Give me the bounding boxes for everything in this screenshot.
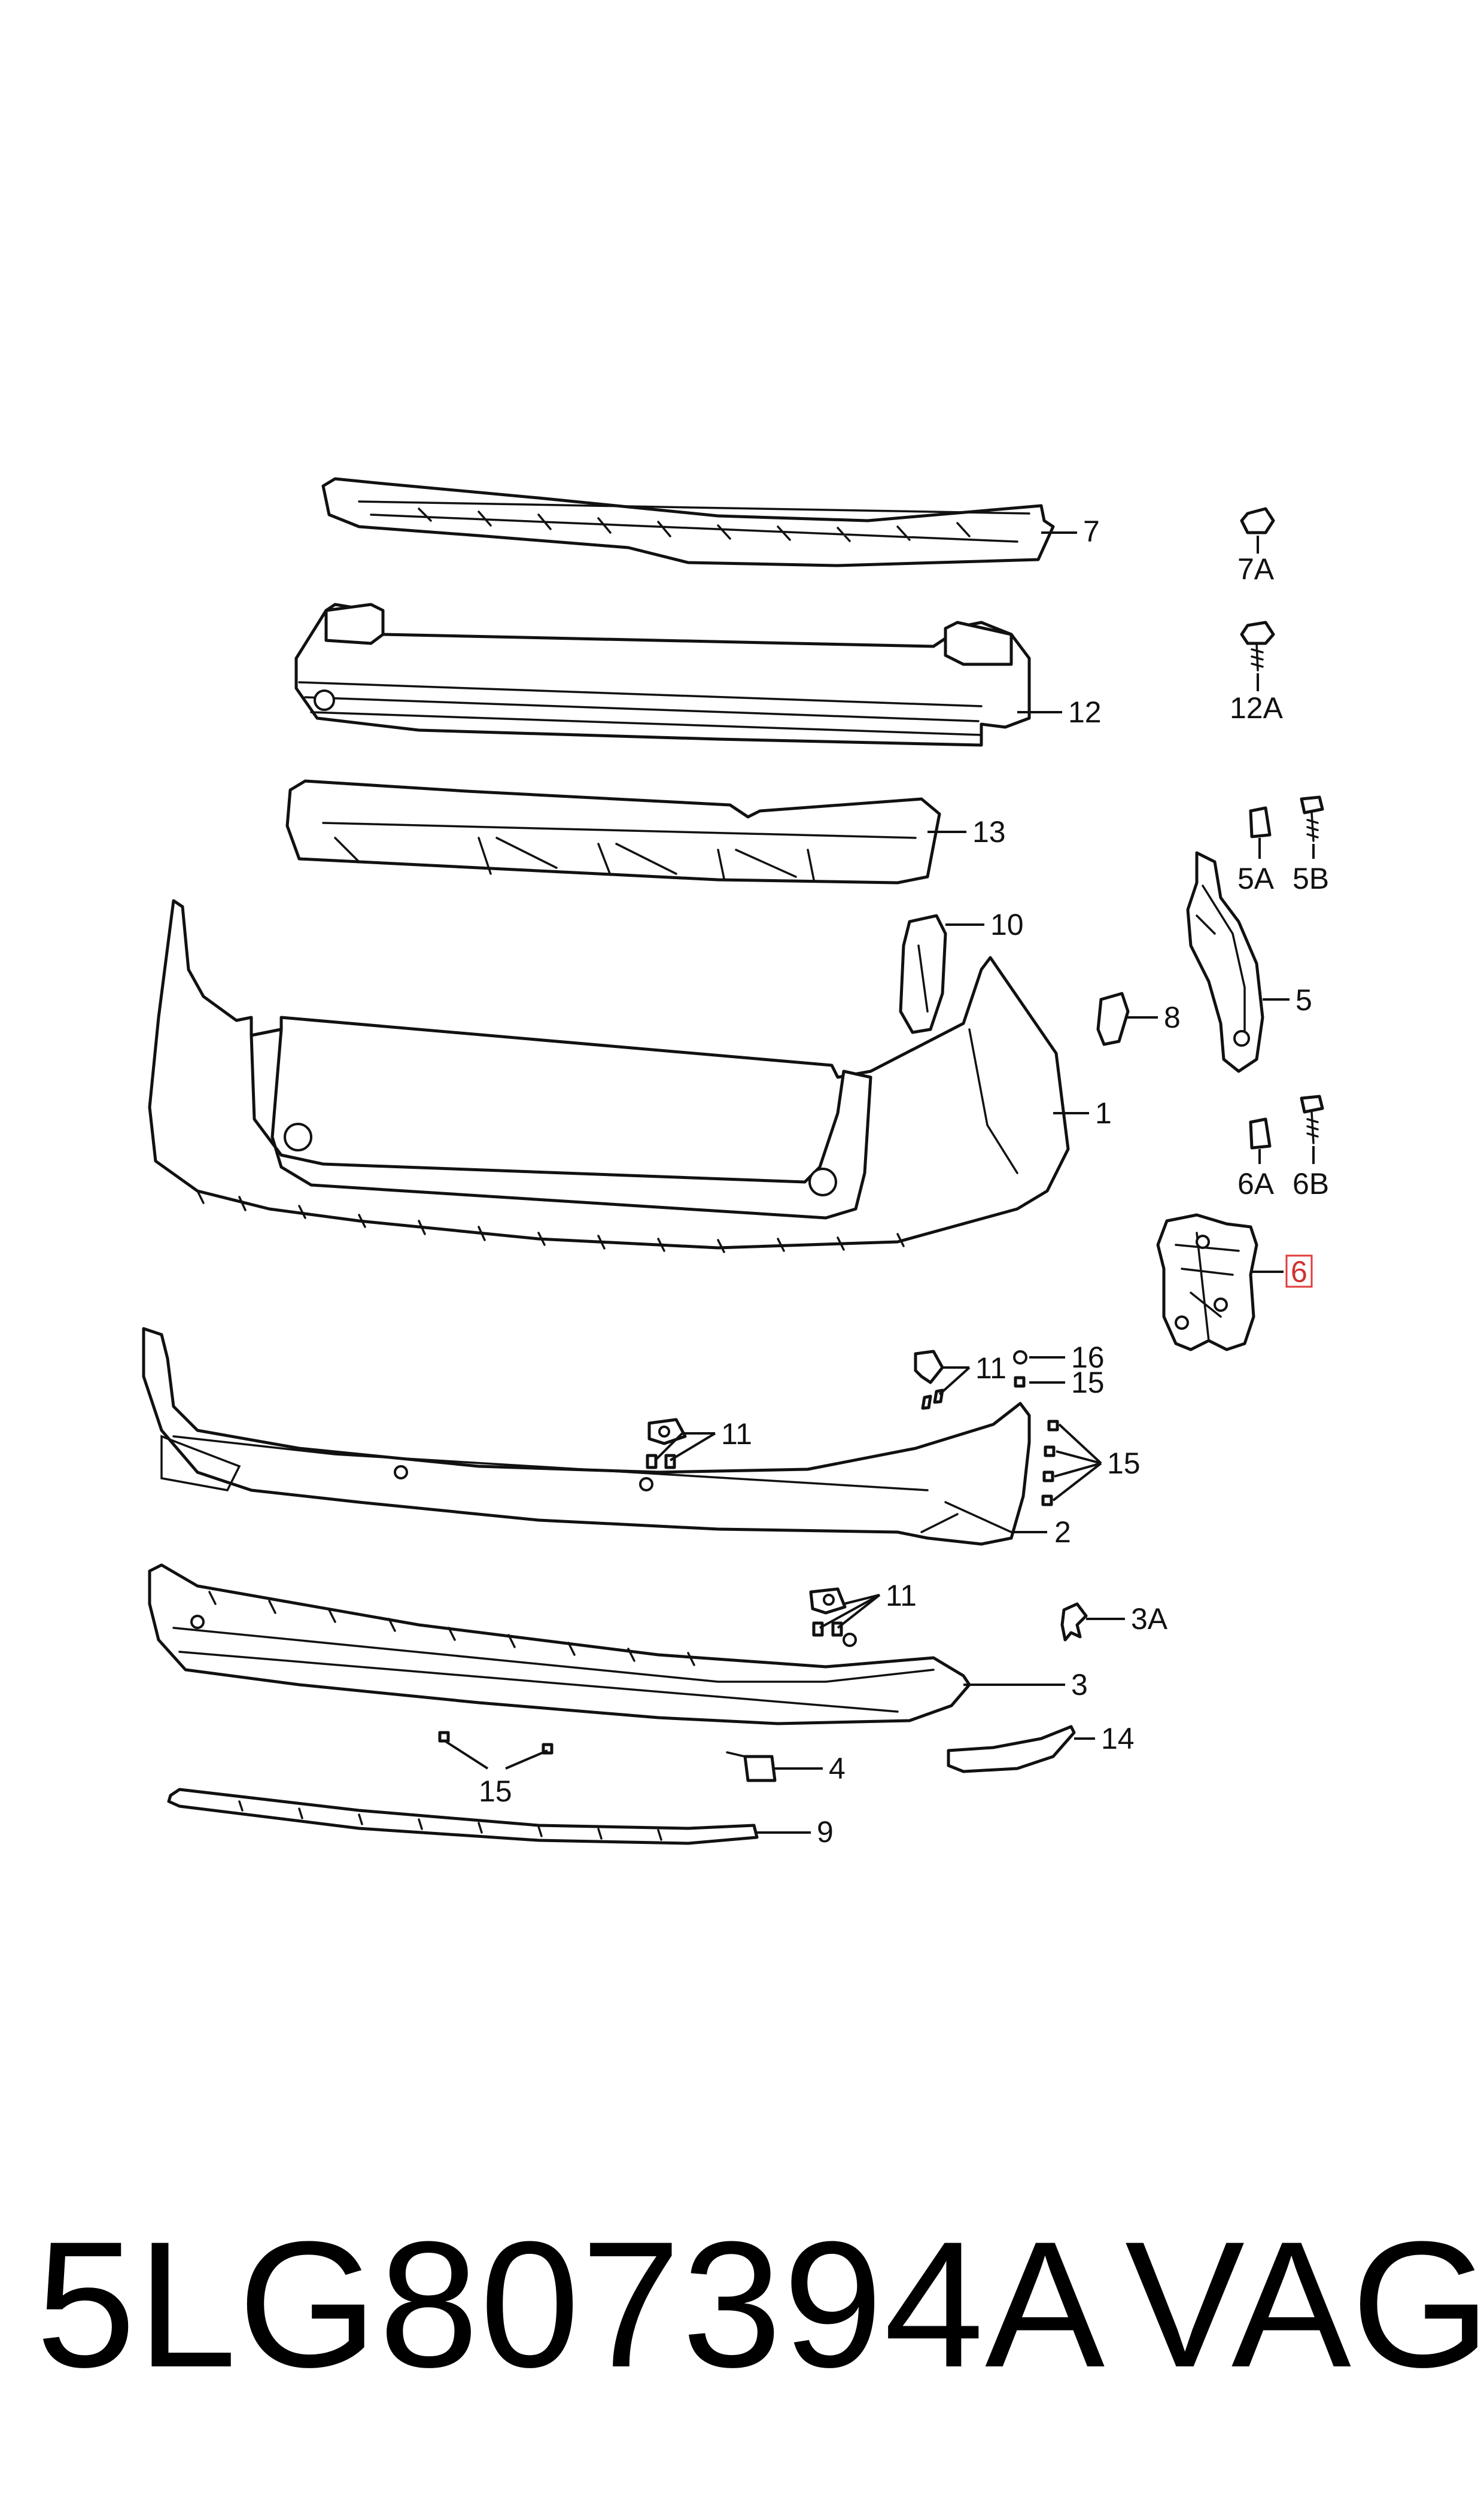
clip-11-upper-right[interactable] <box>914 1350 944 1410</box>
part-5-guide-bracket[interactable] <box>1186 851 1264 1073</box>
part-14-corner-trim[interactable] <box>947 1725 1076 1773</box>
callout-11-lower[interactable]: 11 <box>886 1579 917 1612</box>
callout-11-upper-right[interactable]: 11 <box>975 1351 1006 1385</box>
callout-10[interactable]: 10 <box>990 908 1024 941</box>
part-10-reflector[interactable] <box>899 914 947 1034</box>
callout-15-upper-right[interactable]: 15 <box>1071 1366 1105 1399</box>
part-13-energy-absorber[interactable] <box>285 779 941 885</box>
callout-4[interactable]: 4 <box>829 1752 846 1785</box>
fastener-nut-7a[interactable] <box>1240 507 1275 534</box>
callout-labels: 7 7A 12 12A 13 5A 5B 10 8 5 1 6A 6B 6 16… <box>479 515 1329 1849</box>
callout-12a[interactable]: 12A <box>1230 691 1284 725</box>
callout-7[interactable]: 7 <box>1083 515 1100 548</box>
callout-12[interactable]: 12 <box>1068 695 1102 729</box>
part-7-reinforcement-strip[interactable] <box>321 477 1055 567</box>
callout-3a[interactable]: 3A <box>1131 1602 1168 1636</box>
part-6-mounting-bracket[interactable] <box>1156 1213 1258 1351</box>
callout-11-center[interactable]: 11 <box>721 1417 752 1451</box>
callout-2[interactable]: 2 <box>1054 1515 1071 1549</box>
callout-15-lower[interactable]: 15 <box>479 1774 512 1808</box>
part-3-lower-valance[interactable] <box>148 1563 971 1725</box>
fastener-clip-3a[interactable] <box>1060 1602 1088 1642</box>
callout-15-right[interactable]: 15 <box>1107 1447 1141 1480</box>
part-9-trim-strip[interactable] <box>167 1788 759 1845</box>
clips-15[interactable] <box>438 1376 1059 1755</box>
part-1-bumper-cover[interactable] <box>148 899 1070 1253</box>
callout-14[interactable]: 14 <box>1101 1722 1135 1755</box>
fastener-screw-6b[interactable] <box>1300 1095 1324 1144</box>
callout-1[interactable]: 1 <box>1095 1096 1112 1130</box>
fastener-screw-5b[interactable] <box>1300 795 1324 842</box>
part-number: 5LG807394A <box>36 2204 1106 2405</box>
callout-13[interactable]: 13 <box>972 815 1006 849</box>
callout-7a[interactable]: 7A <box>1237 552 1275 586</box>
callout-6b[interactable]: 6B <box>1293 1167 1329 1201</box>
callout-16[interactable]: 16 <box>1071 1341 1105 1374</box>
part-12-bumper-beam[interactable] <box>294 603 1031 747</box>
callout-8[interactable]: 8 <box>1164 1001 1181 1034</box>
callout-3[interactable]: 3 <box>1071 1668 1088 1701</box>
callout-5[interactable]: 5 <box>1296 983 1312 1017</box>
callout-5b[interactable]: 5B <box>1293 862 1329 895</box>
fastener-nut-5a[interactable] <box>1249 806 1272 838</box>
brand-name: VAG <box>1125 2204 1484 2405</box>
callout-6-highlight-box <box>1285 1254 1313 1288</box>
part-2-lower-diffuser[interactable] <box>142 1327 1031 1546</box>
part-4-cap[interactable] <box>726 1751 777 1782</box>
clip-11-lower[interactable] <box>809 1587 847 1637</box>
clip-11-center[interactable] <box>646 1418 687 1469</box>
leader-lines <box>445 531 1315 1834</box>
fastener-bolt-12a[interactable] <box>1240 621 1275 671</box>
fastener-pin-16[interactable] <box>1013 1350 1027 1365</box>
callout-6a[interactable]: 6A <box>1237 1167 1275 1201</box>
part-8-trim-strip[interactable] <box>1096 992 1130 1046</box>
callout-9[interactable]: 9 <box>817 1815 834 1849</box>
callout-5a[interactable]: 5A <box>1237 862 1275 895</box>
fastener-nut-6a[interactable] <box>1249 1117 1272 1150</box>
callout-6[interactable]: 6 <box>1291 1255 1307 1289</box>
